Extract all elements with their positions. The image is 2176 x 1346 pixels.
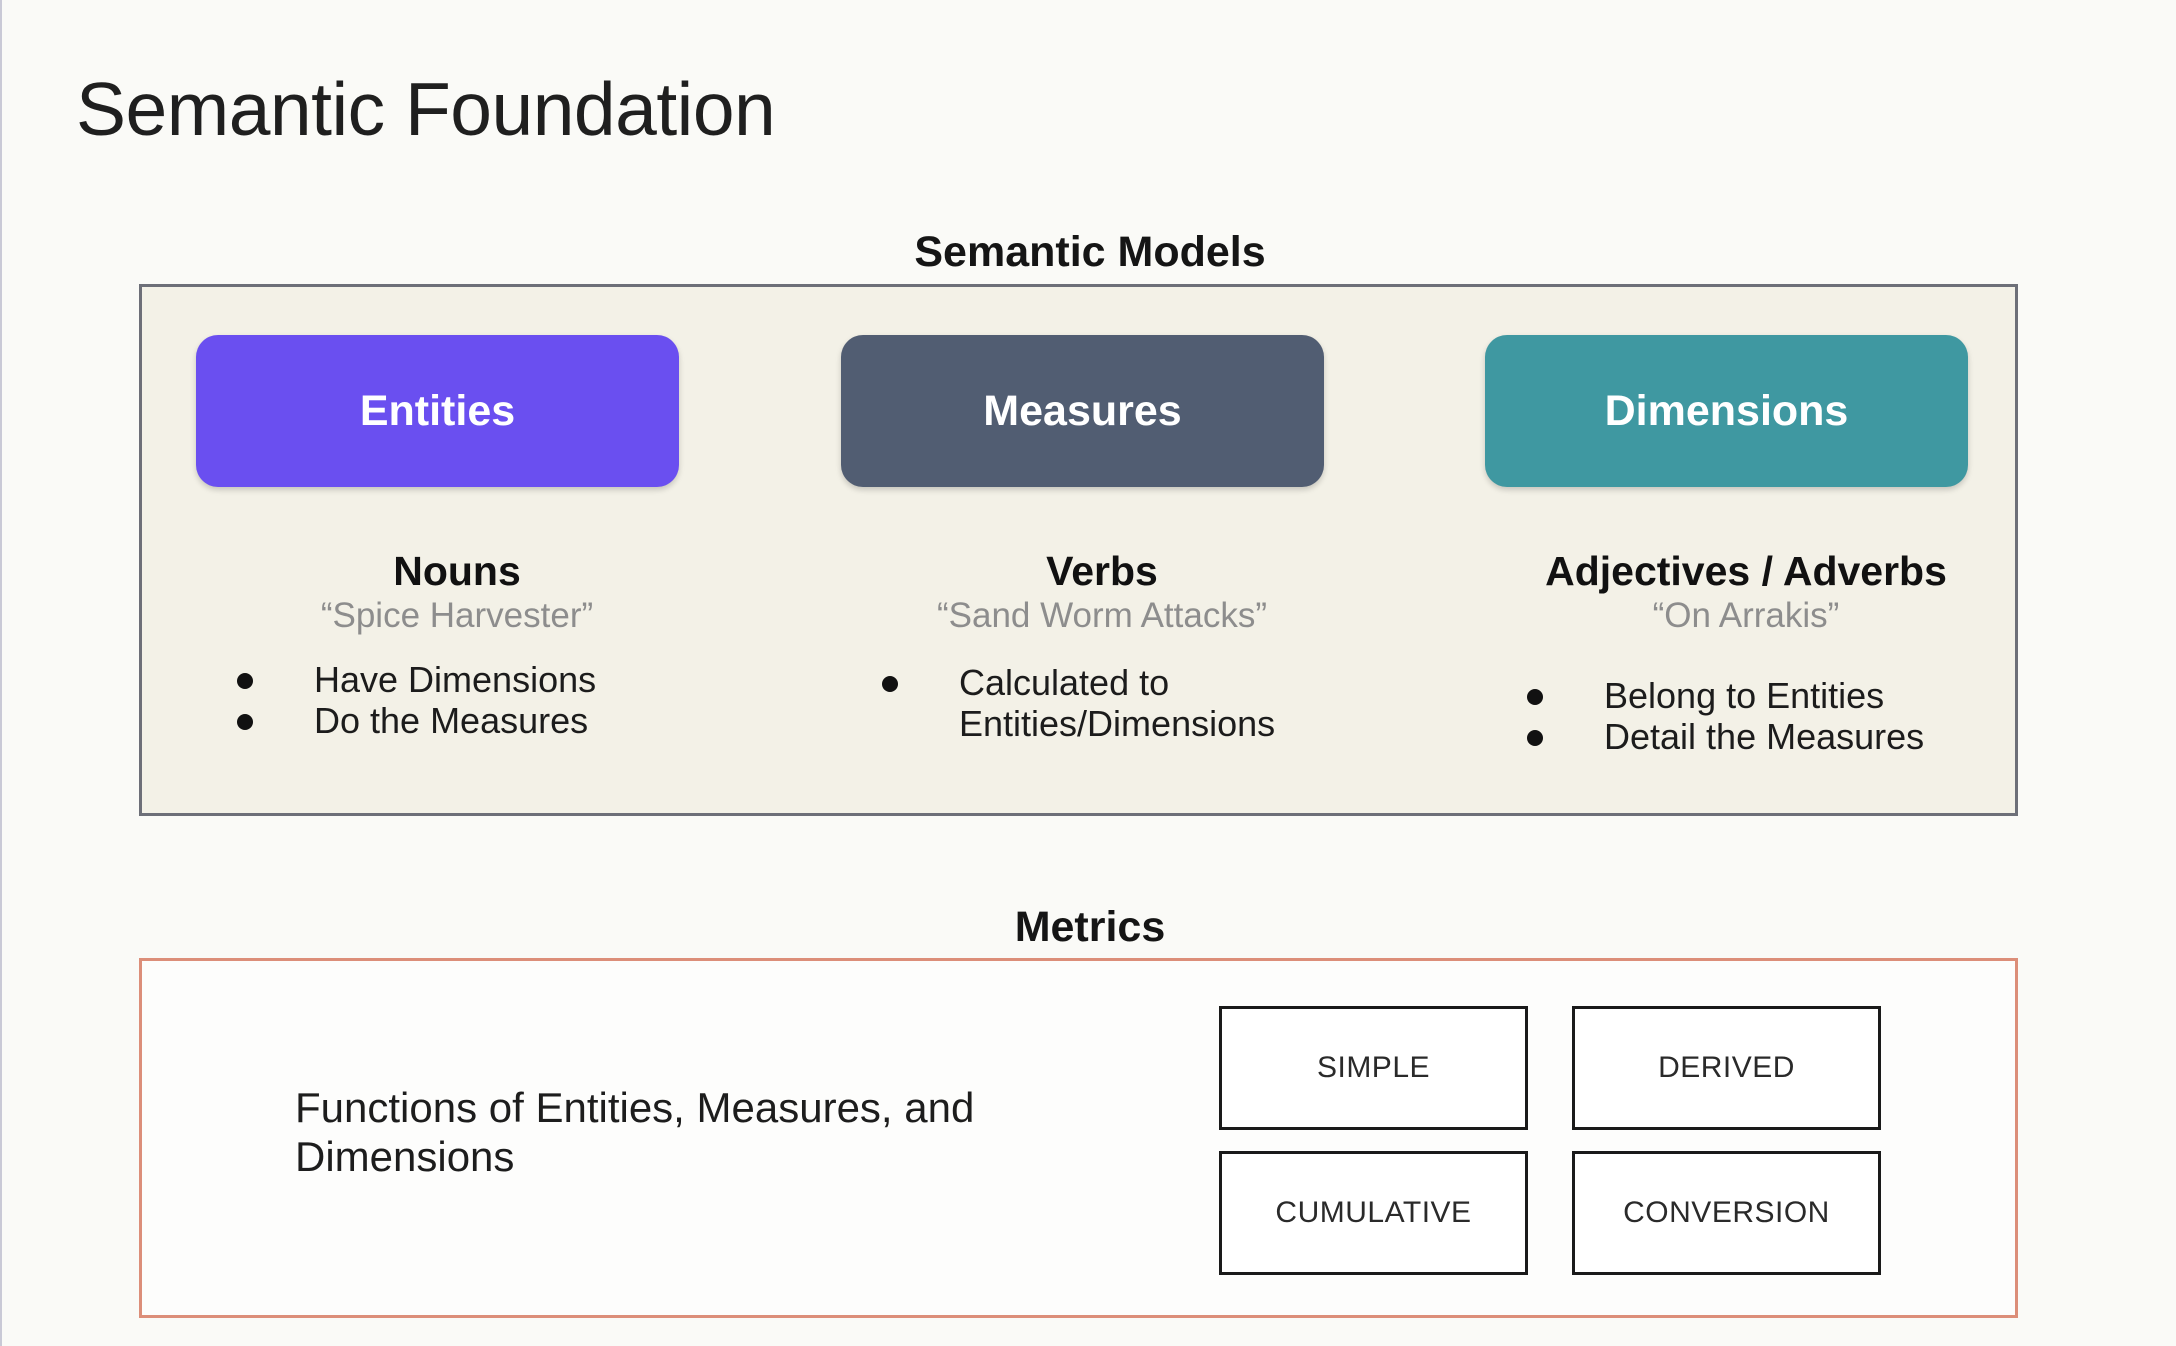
left-edge-line <box>0 0 2 1346</box>
list-item: Have Dimensions <box>237 659 596 700</box>
metrics-label: Metrics <box>1014 903 1166 951</box>
dimensions-pill: Dimensions <box>1485 335 1968 487</box>
adjectives-title: Adjectives / Adverbs <box>1545 548 1947 594</box>
verbs-bullet-list: Calculated to Entities/Dimensions <box>882 662 1339 744</box>
metric-type-derived: DERIVED <box>1572 1006 1881 1130</box>
list-item: Belong to Entities <box>1527 675 1924 716</box>
metrics-box: Functions of Entities, Measures, and Dim… <box>139 958 2018 1318</box>
adjectives-example: “On Arrakis” <box>1652 596 1840 635</box>
metric-type-conversion: CONVERSION <box>1572 1151 1881 1275</box>
bullet-dot-icon <box>1527 689 1543 705</box>
adjectives-column: Adjectives / Adverbs “On Arrakis” <box>1436 547 2056 637</box>
list-item: Calculated to Entities/Dimensions <box>882 662 1339 744</box>
adjectives-bullet-list: Belong to Entities Detail the Measures <box>1527 675 1924 757</box>
metrics-description: Functions of Entities, Measures, and Dim… <box>295 1084 975 1180</box>
nouns-bullet-list: Have Dimensions Do the Measures <box>237 659 596 741</box>
metric-type-simple: SIMPLE <box>1219 1006 1528 1130</box>
bullet-dot-icon <box>882 676 898 692</box>
verbs-title: Verbs <box>1046 548 1158 594</box>
page-title: Semantic Foundation <box>76 67 776 151</box>
entities-pill: Entities <box>196 335 679 487</box>
measures-pill: Measures <box>841 335 1324 487</box>
metric-type-cumulative: CUMULATIVE <box>1219 1151 1528 1275</box>
list-item: Detail the Measures <box>1527 716 1924 757</box>
semantic-models-label: Semantic Models <box>914 228 1266 276</box>
nouns-column: Nouns “Spice Harvester” <box>147 547 767 637</box>
semantic-models-box: Entities Nouns “Spice Harvester” Have Di… <box>139 284 2018 816</box>
nouns-example: “Spice Harvester” <box>320 596 594 635</box>
verbs-example: “Sand Worm Attacks” <box>936 596 1267 635</box>
bullet-dot-icon <box>237 714 253 730</box>
bullet-dot-icon <box>1527 730 1543 746</box>
bullet-dot-icon <box>237 673 253 689</box>
list-item: Do the Measures <box>237 700 596 741</box>
nouns-title: Nouns <box>393 548 521 594</box>
verbs-column: Verbs “Sand Worm Attacks” <box>792 547 1412 637</box>
